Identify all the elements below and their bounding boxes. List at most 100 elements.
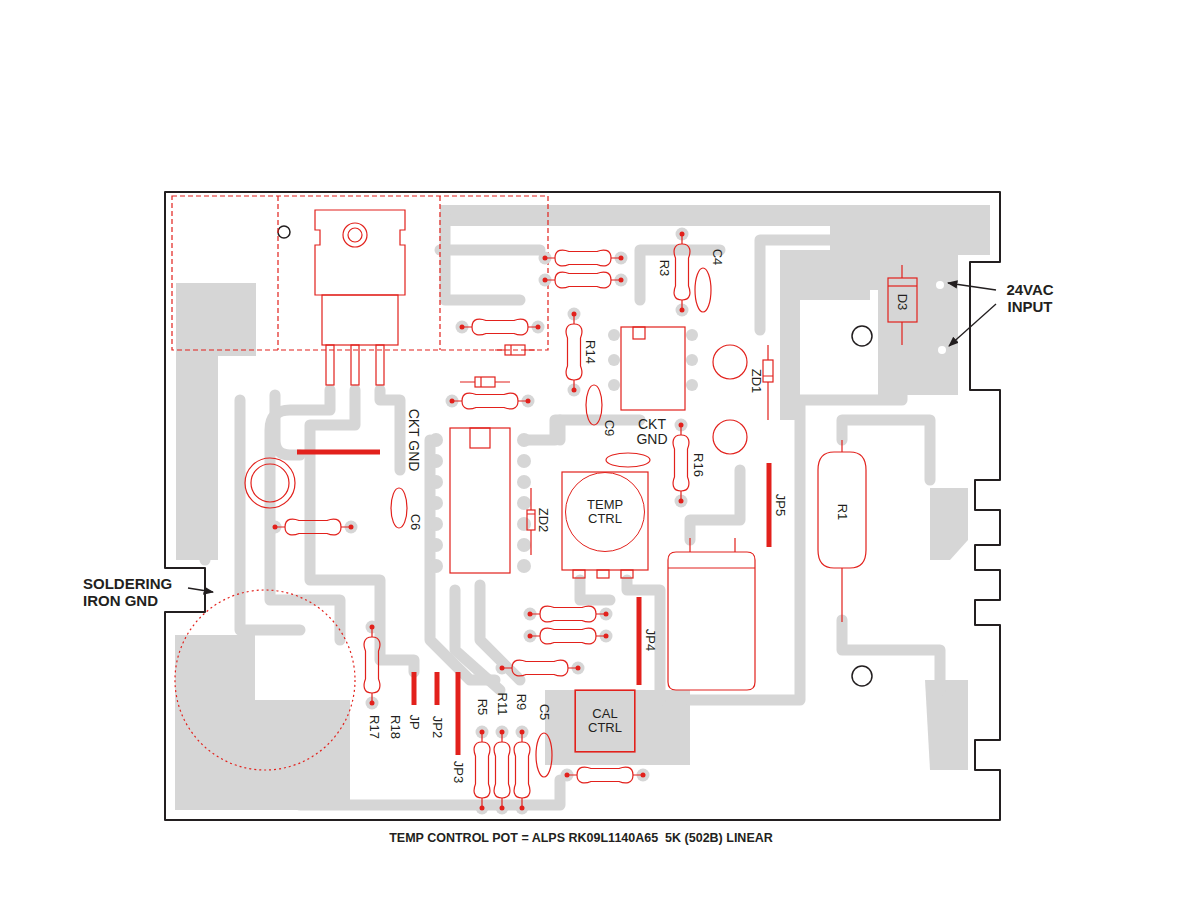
part-number: C9 [602, 420, 616, 437]
component-outline [573, 570, 585, 578]
component-outline [351, 345, 359, 385]
part-number: R3 [657, 260, 671, 277]
ic-pads [686, 379, 698, 391]
jumper-wire [412, 672, 417, 705]
copper-trace [205, 215, 940, 805]
ic-pads [216, 588, 224, 596]
copper-trace [440, 245, 540, 256]
component-outline [621, 570, 633, 578]
resistor-symbol [561, 767, 650, 783]
part-number: R11 [495, 693, 509, 716]
jumper-wire [456, 672, 461, 755]
jumper-wire [435, 672, 440, 705]
part-number: ZD2 [536, 508, 550, 533]
component-outline [460, 377, 510, 387]
part-number: JP [407, 714, 421, 729]
ic-pads [517, 475, 531, 489]
copper-trace [524, 420, 640, 440]
component-outline [527, 510, 535, 530]
ic-pads [517, 433, 531, 447]
copper-trace [842, 420, 930, 480]
component-outline [621, 327, 685, 410]
ic-pads [517, 496, 531, 510]
component-outline [450, 428, 510, 573]
component-outline [562, 472, 648, 570]
component-outline [172, 196, 548, 350]
trimmer-box: CAL CTRL [575, 690, 635, 752]
copper-trace [380, 390, 400, 470]
part-label: CAL CTRL [588, 707, 622, 736]
part-number: R9 [514, 694, 528, 711]
part-number: R17 [367, 715, 381, 739]
copper-trace [445, 215, 520, 300]
resistor-symbol [524, 628, 613, 644]
mounting-hole [852, 666, 872, 686]
copper-trace [627, 580, 660, 700]
copper-trace [842, 620, 940, 690]
component-outline [713, 420, 747, 454]
component-outline [586, 385, 602, 425]
component-outline [470, 428, 490, 448]
mounting-hole [278, 226, 290, 238]
pot-knob-circle: TEMP CTRL [565, 472, 645, 552]
ic-pads [608, 329, 620, 341]
ic-pads [938, 346, 946, 354]
part-number: R1 [835, 504, 849, 521]
part-number: JP4 [643, 629, 657, 651]
component-outline [251, 464, 289, 502]
ic-pads [429, 496, 443, 510]
resistor-symbol [673, 419, 689, 508]
part-number: JP3 [451, 761, 465, 783]
component-outline [348, 228, 362, 242]
resistor-symbol [514, 726, 530, 815]
copper-trace [200, 290, 211, 560]
leader-arrow [188, 588, 213, 592]
resistor-symbol [456, 319, 545, 335]
component-outline [888, 278, 917, 322]
resistor-symbol [474, 726, 490, 815]
ic-pads [429, 475, 443, 489]
resistor-symbol [539, 272, 628, 288]
component-outline [475, 377, 495, 387]
component-outline [888, 285, 917, 286]
component-outline [175, 590, 355, 770]
component-outline [172, 196, 917, 777]
ic-pads [429, 517, 443, 531]
component-outline [376, 345, 384, 385]
copper-trace [555, 420, 566, 440]
leader-arrow [188, 283, 996, 592]
resistor-symbol [539, 250, 628, 266]
part-number: C4 [710, 249, 724, 266]
component-outline [841, 440, 842, 622]
resistor-symbol [364, 621, 380, 710]
resistor-symbol [269, 228, 690, 815]
component-outline [763, 360, 773, 382]
jumper-wire [767, 463, 772, 547]
copper-pour [925, 680, 968, 770]
ic-pads [517, 517, 531, 531]
resistor-symbol [566, 308, 582, 397]
ic-pads [429, 433, 443, 447]
connector-note: SOLDERING IRON GND [83, 576, 187, 609]
part-number: C5 [537, 704, 551, 721]
part-number: R14 [583, 340, 597, 364]
part-number: C6 [408, 514, 422, 531]
ic-pads [517, 538, 531, 552]
mounting-hole [852, 326, 872, 346]
ic-pads [429, 329, 698, 573]
component-outline [315, 210, 405, 295]
ic-pads [686, 329, 698, 341]
resistor-symbol [446, 393, 535, 409]
component-outline [505, 345, 525, 355]
part-label: TEMP CTRL [587, 498, 623, 527]
ic-pads [936, 281, 944, 289]
ic-pads [216, 281, 946, 596]
component-outline [495, 345, 535, 355]
jumper-wire [637, 597, 642, 685]
component-outline [575, 690, 635, 752]
board-outline [165, 192, 1000, 820]
resistor-symbol [496, 660, 585, 676]
